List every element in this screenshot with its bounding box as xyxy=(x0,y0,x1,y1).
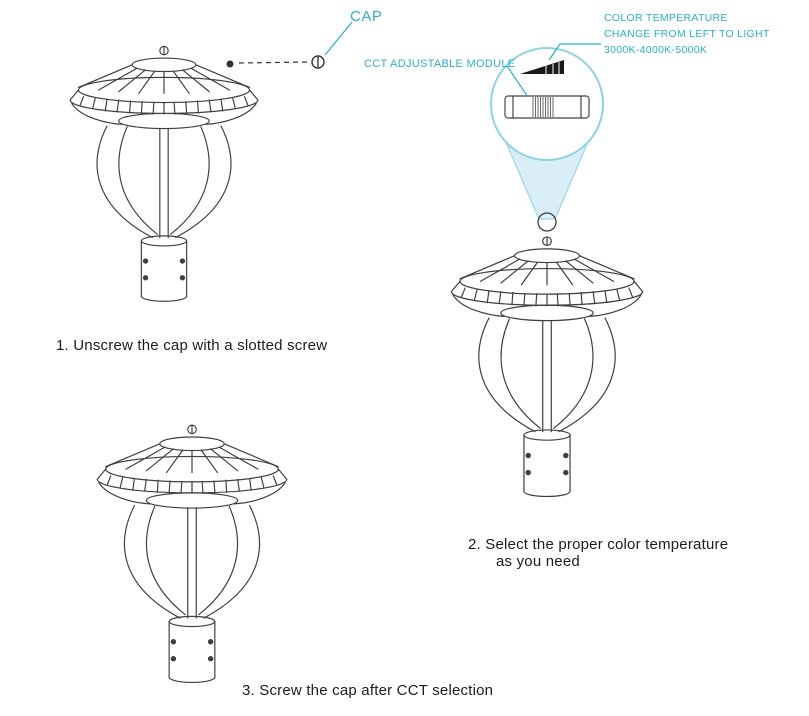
cct-module-drawing xyxy=(504,95,590,119)
cct-module-label: CCT ADJUSTABLE MODULE xyxy=(364,58,516,70)
lamp-step1-drawing xyxy=(55,28,273,328)
lamp-step3-drawing xyxy=(82,406,302,710)
color-temperature-line3: 3000K-4000K-5000K xyxy=(604,44,708,56)
cap-label: CAP xyxy=(350,8,383,25)
step-1-caption: 1. Unscrew the cap with a slotted screw xyxy=(56,337,328,354)
color-temperature-note: COLOR TEMPERATURE CHANGE FROM LEFT TO LI… xyxy=(604,10,770,58)
beam-cone xyxy=(504,136,591,220)
color-temperature-line2: CHANGE FROM LEFT TO LIGHT xyxy=(604,28,770,40)
cct-module-leader-line xyxy=(506,65,529,98)
color-temp-leader-line xyxy=(548,43,601,61)
color-temperature-line1: COLOR TEMPERATURE xyxy=(604,12,728,24)
cap-leader-line xyxy=(324,21,353,56)
step-3-caption: 3. Screw the cap after CCT selection xyxy=(242,682,494,699)
step-2-caption: 2. Select the proper color temperature a… xyxy=(468,536,728,570)
step-2-caption-line1: 2. Select the proper color temperature xyxy=(468,536,729,553)
step-2-caption-line2: as you need xyxy=(496,553,580,570)
slotted-screw-icon xyxy=(311,55,325,69)
lamp-step2-drawing xyxy=(436,210,658,532)
cct-slider-icon xyxy=(520,60,564,74)
